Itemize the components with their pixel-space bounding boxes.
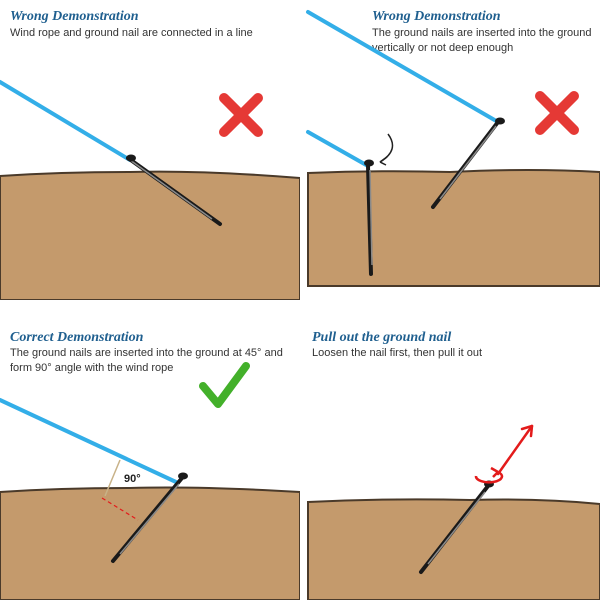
panel-wrong-inline: Wrong Demonstration Wind rope and ground… [0, 0, 300, 300]
panel-title: Wrong Demonstration [372, 9, 501, 24]
panel-title: Correct Demonstration [10, 330, 144, 345]
description-line: form 90° angle with the wind rope [10, 362, 174, 374]
scene-illustration: 90° [0, 362, 300, 600]
description-line: The ground nails are inserted into the g… [372, 27, 592, 39]
nail-head [126, 154, 136, 162]
description-line: vertically or not deep enough [372, 42, 514, 54]
nail-highlight [369, 169, 373, 266]
panel-description: The ground nails are inserted into the g… [372, 26, 592, 56]
angle-guide-line [104, 459, 121, 497]
green-check-icon [199, 362, 250, 408]
panel-description: Loosen the nail first, then pull it out [312, 346, 482, 361]
panel-title: Wrong Demonstration [10, 9, 139, 24]
angle-label: 90° [124, 473, 141, 485]
angle-guide-dashed [101, 497, 139, 521]
nail-head [364, 159, 374, 167]
ground-nail [111, 476, 184, 563]
nail-highlight [427, 491, 486, 565]
description-line: The ground nails are inserted into the g… [10, 347, 283, 359]
ground-soil [307, 169, 600, 287]
wind-rope-long [306, 10, 500, 124]
red-cross-icon [535, 91, 579, 135]
panel-title: Pull out the ground nail [312, 330, 452, 345]
nail-head [495, 117, 505, 125]
panel-description: Wind rope and ground nail are connected … [10, 26, 253, 41]
panel-pull-out: Pull out the ground nail Loosen the nail… [300, 300, 600, 600]
panel-description: The ground nails are inserted into the g… [10, 346, 283, 376]
ground-soil [0, 170, 300, 300]
panel-wrong-vertical: Wrong Demonstration The ground nails are… [300, 0, 600, 300]
scene-illustration [307, 424, 600, 600]
wind-rope [0, 398, 178, 484]
curved-arrow-icon [379, 133, 394, 166]
ground-soil [307, 498, 600, 600]
nail-head [178, 472, 188, 480]
description-line: Loosen the nail first, then pull it out [312, 347, 482, 359]
red-cross-icon [219, 93, 263, 137]
nail-highlight [129, 159, 213, 220]
panel-correct: Correct Demonstration The ground nails a… [0, 300, 300, 600]
ground-nail-vertical [366, 164, 373, 276]
nail-highlight [439, 125, 497, 200]
scene-illustration [306, 10, 600, 287]
rotate-and-pull-arrow-icon [474, 424, 534, 484]
ground-soil [0, 486, 300, 600]
description-line: Wind rope and ground nail are connected … [10, 27, 253, 39]
nail-highlight [119, 483, 180, 555]
wind-rope [0, 80, 132, 162]
wind-rope-short [306, 130, 370, 168]
scene-illustration [0, 80, 300, 300]
